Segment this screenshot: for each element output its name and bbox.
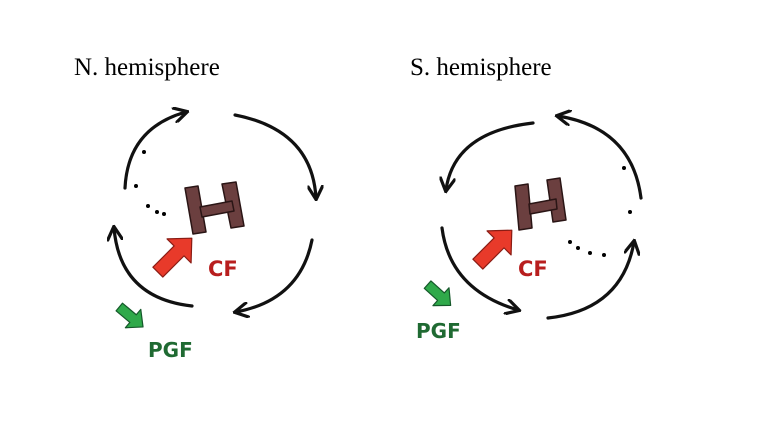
south-arc-bottom-right (546, 242, 634, 320)
north-panel: CF PGF (112, 112, 316, 362)
north-arc-top-left (123, 112, 186, 190)
south-hemisphere-title: S. hemisphere (410, 54, 552, 81)
south-panel: CF PGF (416, 116, 643, 343)
south-arc-bottom-left (440, 226, 518, 310)
north-cf-label: CF (208, 257, 238, 281)
north-high-pressure-h (184, 181, 245, 235)
south-cf-label: CF (518, 257, 548, 281)
north-cf-arrow (152, 237, 193, 278)
south-pgf-arrow (423, 280, 452, 307)
north-arc-top-right (233, 113, 316, 198)
south-arc-top-left (446, 121, 535, 190)
north-circulation-arrows (114, 112, 316, 312)
north-hemisphere-title: N. hemisphere (74, 54, 220, 81)
south-dotted-path (568, 166, 632, 257)
south-arc-top-right (558, 116, 643, 200)
north-dotted-path (134, 150, 166, 216)
north-arc-bottom-right (236, 238, 314, 312)
south-pgf-label: PGF (416, 319, 461, 343)
north-pgf-label: PGF (148, 338, 193, 362)
south-high-pressure-h (514, 177, 567, 231)
south-circulation-arrows (440, 116, 643, 320)
north-pgf-arrow (115, 302, 144, 329)
south-cf-arrow (472, 229, 513, 270)
north-arc-bottom-left (114, 228, 194, 308)
